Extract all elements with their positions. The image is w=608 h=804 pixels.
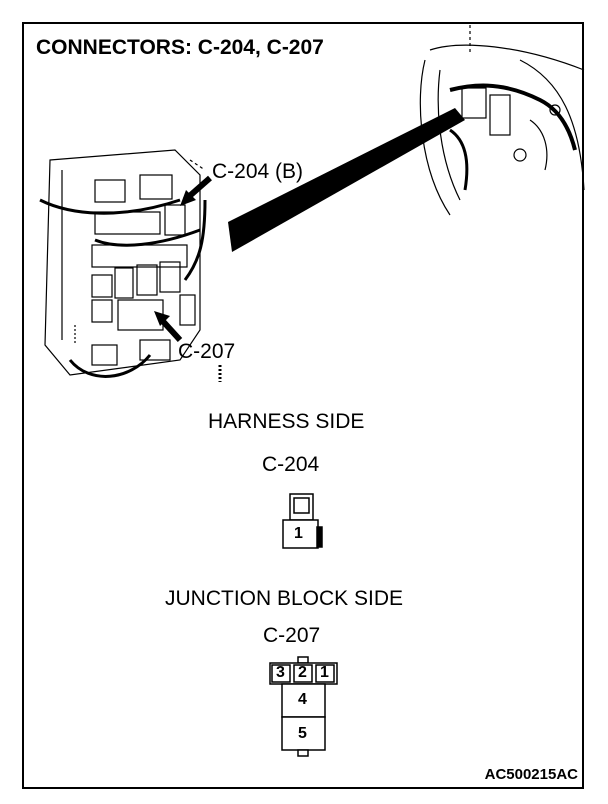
c207-pin-3: 3	[276, 664, 285, 681]
diagram-title: CONNECTORS: C-204, C-207	[36, 36, 324, 59]
c207-pin-4: 4	[298, 691, 307, 708]
c207-pin-2: 2	[298, 664, 307, 681]
c204-pin-1: 1	[294, 525, 303, 542]
junction-block-side-heading: JUNCTION BLOCK SIDE	[165, 587, 404, 610]
c204-label: C-204	[262, 453, 320, 476]
c207-pin-1: 1	[320, 664, 329, 681]
c207-pin-5: 5	[298, 725, 307, 742]
c207-connector-diagram	[269, 656, 338, 757]
c207-callout: C-207	[178, 340, 236, 363]
pointer-wedge	[228, 108, 465, 252]
c204-callout: C-204 (B)	[212, 160, 304, 183]
harness-side-heading: HARNESS SIDE	[208, 410, 365, 433]
c204-connector-diagram	[282, 493, 323, 549]
diagram-frame	[22, 22, 584, 789]
figure-code: AC500215AC	[484, 766, 578, 783]
c207-label: C-207	[263, 624, 321, 647]
junction-block-illustration	[39, 149, 222, 382]
